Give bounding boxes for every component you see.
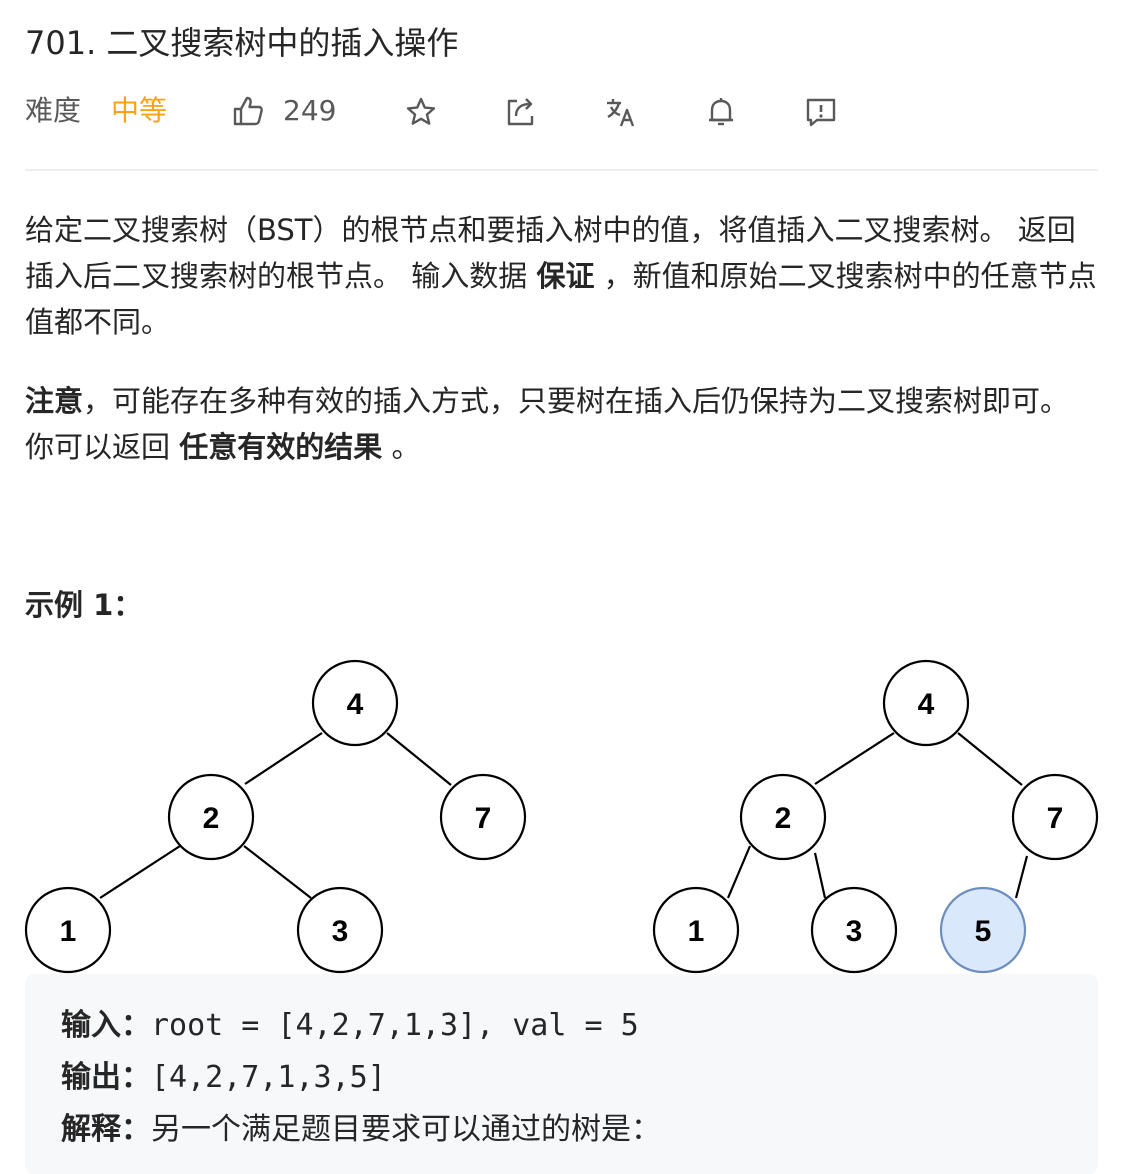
description-paragraph-1: 给定二叉搜索树（BST）的根节点和要插入树中的值，将值插入二叉搜索树。 返回插入…	[25, 207, 1100, 345]
tree-node: 2	[739, 773, 827, 861]
feedback-icon	[806, 98, 836, 127]
svg-text:7: 7	[475, 802, 492, 835]
tree-after-edges	[726, 732, 1029, 899]
svg-text:4: 4	[347, 688, 364, 721]
output-label: 输出：	[61, 1060, 151, 1095]
tree-before: 4 2 7 1 3	[24, 659, 527, 974]
example-tree-image: 4 2 7 1 3 4 2	[24, 659, 1099, 974]
tree-after: 4 2 7 1 3 5	[652, 659, 1099, 974]
description-bold-any-valid: 任意有效的结果	[179, 430, 383, 464]
explanation-value: 另一个满足题目要求可以通过的树是：	[151, 1112, 661, 1147]
tree-node: 1	[24, 886, 112, 974]
description-paragraph-2: 注意，可能存在多种有效的插入方式，只要树在插入后仍保持为二叉搜索树即可。 你可以…	[25, 378, 1100, 470]
difficulty-label: 难度	[25, 94, 82, 127]
example-output-line: 输出：[4,2,7,1,3,5]	[61, 1052, 386, 1104]
tree-node: 1	[652, 886, 740, 974]
bell-icon	[709, 98, 733, 126]
tree-node: 4	[882, 659, 970, 747]
example-title: 示例 1：	[25, 588, 143, 622]
output-value: [4,2,7,1,3,5]	[151, 1060, 386, 1095]
svg-text:7: 7	[1047, 802, 1064, 835]
example-explanation-line: 解释：另一个满足题目要求可以通过的树是：	[61, 1104, 661, 1156]
tree-node: 2	[167, 773, 255, 861]
explanation-label: 解释：	[61, 1112, 151, 1147]
tree-before-edges	[99, 732, 452, 899]
svg-text:2: 2	[203, 802, 220, 835]
problem-title: 701. 二叉搜索树中的插入操作	[25, 24, 459, 62]
like-count: 249	[283, 94, 337, 127]
svg-text:2: 2	[775, 802, 792, 835]
svg-text:3: 3	[846, 915, 863, 948]
svg-text:3: 3	[332, 915, 349, 948]
star-icon	[406, 97, 436, 125]
difficulty-value: 中等	[111, 94, 168, 127]
svg-text:4: 4	[918, 688, 935, 721]
feedback-button[interactable]	[803, 94, 839, 130]
svg-text:1: 1	[688, 915, 705, 948]
tree-node: 4	[311, 659, 399, 747]
problem-meta-bar: 难度 中等 249	[25, 88, 1125, 134]
tree-node: 7	[439, 773, 527, 861]
example-input-line: 输入：root = [4,2,7,1,3], val = 5	[61, 1000, 639, 1052]
tree-node: 3	[810, 886, 898, 974]
translate-icon	[607, 99, 635, 127]
share-button[interactable]	[503, 94, 539, 130]
translate-button[interactable]	[603, 94, 639, 130]
description-text: 给定二叉搜索树（BST）的根节点和要插入树中的值，将值插入二叉搜索树。 返回插入…	[25, 213, 1076, 293]
note-label: 注意	[25, 384, 84, 418]
svg-text:5: 5	[975, 915, 992, 948]
description-bold-guarantee: 保证	[536, 259, 595, 293]
description-text: 。	[382, 430, 421, 464]
header-divider	[25, 169, 1098, 171]
description-text: ，新值和原始二叉搜索树中的任意节点值都不同。	[25, 259, 1097, 339]
svg-text:1: 1	[60, 915, 77, 948]
favorite-button[interactable]	[403, 94, 439, 130]
tree-node: 7	[1011, 773, 1099, 861]
description-text: ，可能存在多种有效的插入方式，只要树在插入后仍保持为二叉搜索树即可。 你可以返回	[25, 384, 1070, 464]
share-icon	[507, 98, 534, 126]
input-value: root = [4,2,7,1,3], val = 5	[151, 1008, 639, 1043]
input-label: 输入：	[61, 1008, 151, 1043]
example-code-block: 输入：root = [4,2,7,1,3], val = 5 输出：[4,2,7…	[25, 974, 1098, 1174]
tree-node: 3	[296, 886, 384, 974]
tree-node-inserted: 5	[939, 886, 1027, 974]
thumbs-up-icon	[233, 96, 263, 126]
subscribe-button[interactable]	[703, 94, 739, 130]
